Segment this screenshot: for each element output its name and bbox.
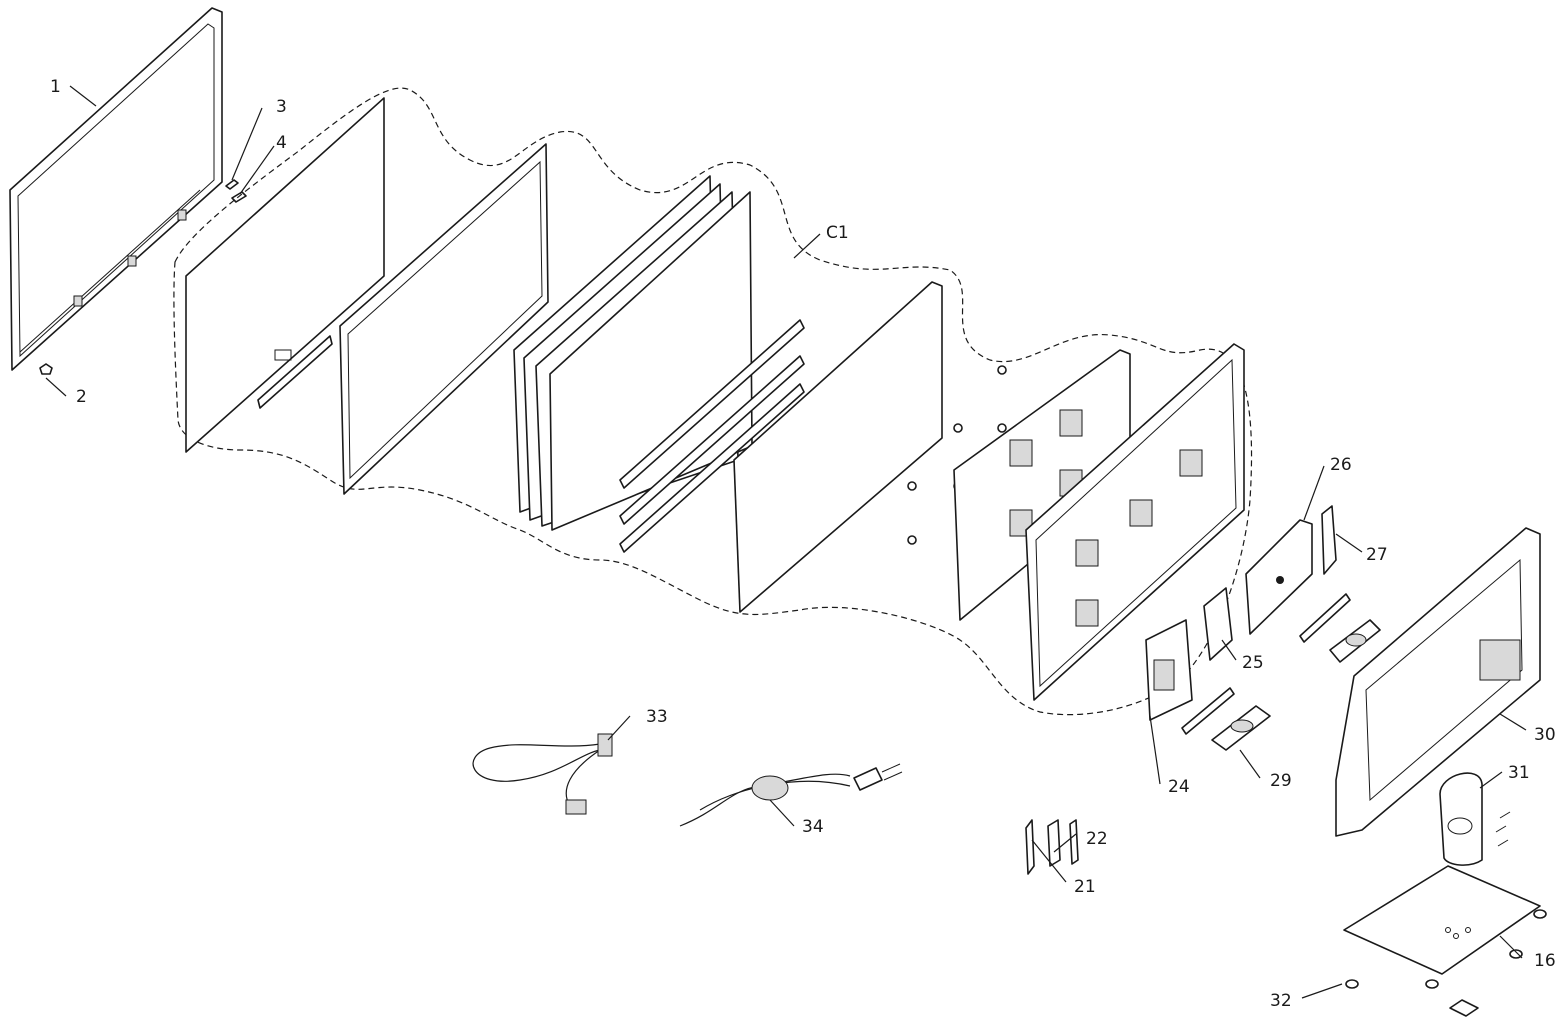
leader-lines — [45, 85, 1527, 999]
led-bar-strips-part — [619, 319, 805, 553]
callout-C1: C1 — [826, 223, 849, 243]
callout-1: 1 — [50, 77, 61, 97]
panel-assembly-boundary — [173, 87, 1253, 716]
callout-29: 29 — [1270, 771, 1292, 791]
diffuser-block-part — [733, 281, 943, 613]
base-mount-plate-part — [1449, 999, 1479, 1017]
callout-32: 32 — [1270, 991, 1292, 1011]
callout-2: 2 — [76, 387, 87, 407]
speaker-part-29 — [1211, 705, 1271, 751]
tuner-board-part-24 — [1145, 619, 1193, 721]
callout-16: 16 — [1534, 951, 1556, 971]
callout-4: 4 — [276, 133, 287, 153]
lvds-cable-part-33 — [472, 733, 613, 815]
side-bracket-part-27 — [1321, 505, 1337, 575]
stand-base-part-16 — [1343, 865, 1541, 975]
bracket-part-3 — [225, 179, 239, 190]
callout-27: 27 — [1366, 545, 1388, 565]
power-cord-part-34 — [679, 763, 903, 827]
stand-neck-part-31 — [1439, 772, 1483, 866]
callout-21: 21 — [1074, 877, 1096, 897]
callout-26: 26 — [1330, 455, 1352, 475]
power-board-part-25 — [1203, 587, 1233, 661]
speaker-bracket-lower — [1181, 687, 1235, 735]
callout-24: 24 — [1168, 777, 1190, 797]
rubber-foot-part-32 — [1345, 909, 1547, 989]
callout-34: 34 — [802, 817, 824, 837]
metal-chassis-part — [953, 349, 1131, 621]
glass-sheet-part — [185, 97, 385, 453]
rear-frame-part — [1025, 343, 1245, 701]
keypad-board-part-21 — [1025, 819, 1035, 875]
callout-33: 33 — [646, 707, 668, 727]
callout-3: 3 — [276, 97, 287, 117]
middle-frame-part — [339, 143, 549, 495]
front-bezel-part — [9, 7, 223, 371]
ir-board-part-22 — [1047, 819, 1079, 867]
clip-part-2 — [39, 363, 53, 375]
main-board-part-26 — [1245, 519, 1313, 635]
rear-cover-part-30 — [1335, 527, 1541, 837]
callout-22: 22 — [1086, 829, 1108, 849]
callout-25: 25 — [1242, 653, 1264, 673]
speaker-upper — [1329, 619, 1381, 663]
callout-31: 31 — [1508, 763, 1530, 783]
callout-30: 30 — [1534, 725, 1556, 745]
speaker-bracket-upper — [1299, 593, 1351, 643]
stand-screws-part — [1495, 811, 1511, 847]
